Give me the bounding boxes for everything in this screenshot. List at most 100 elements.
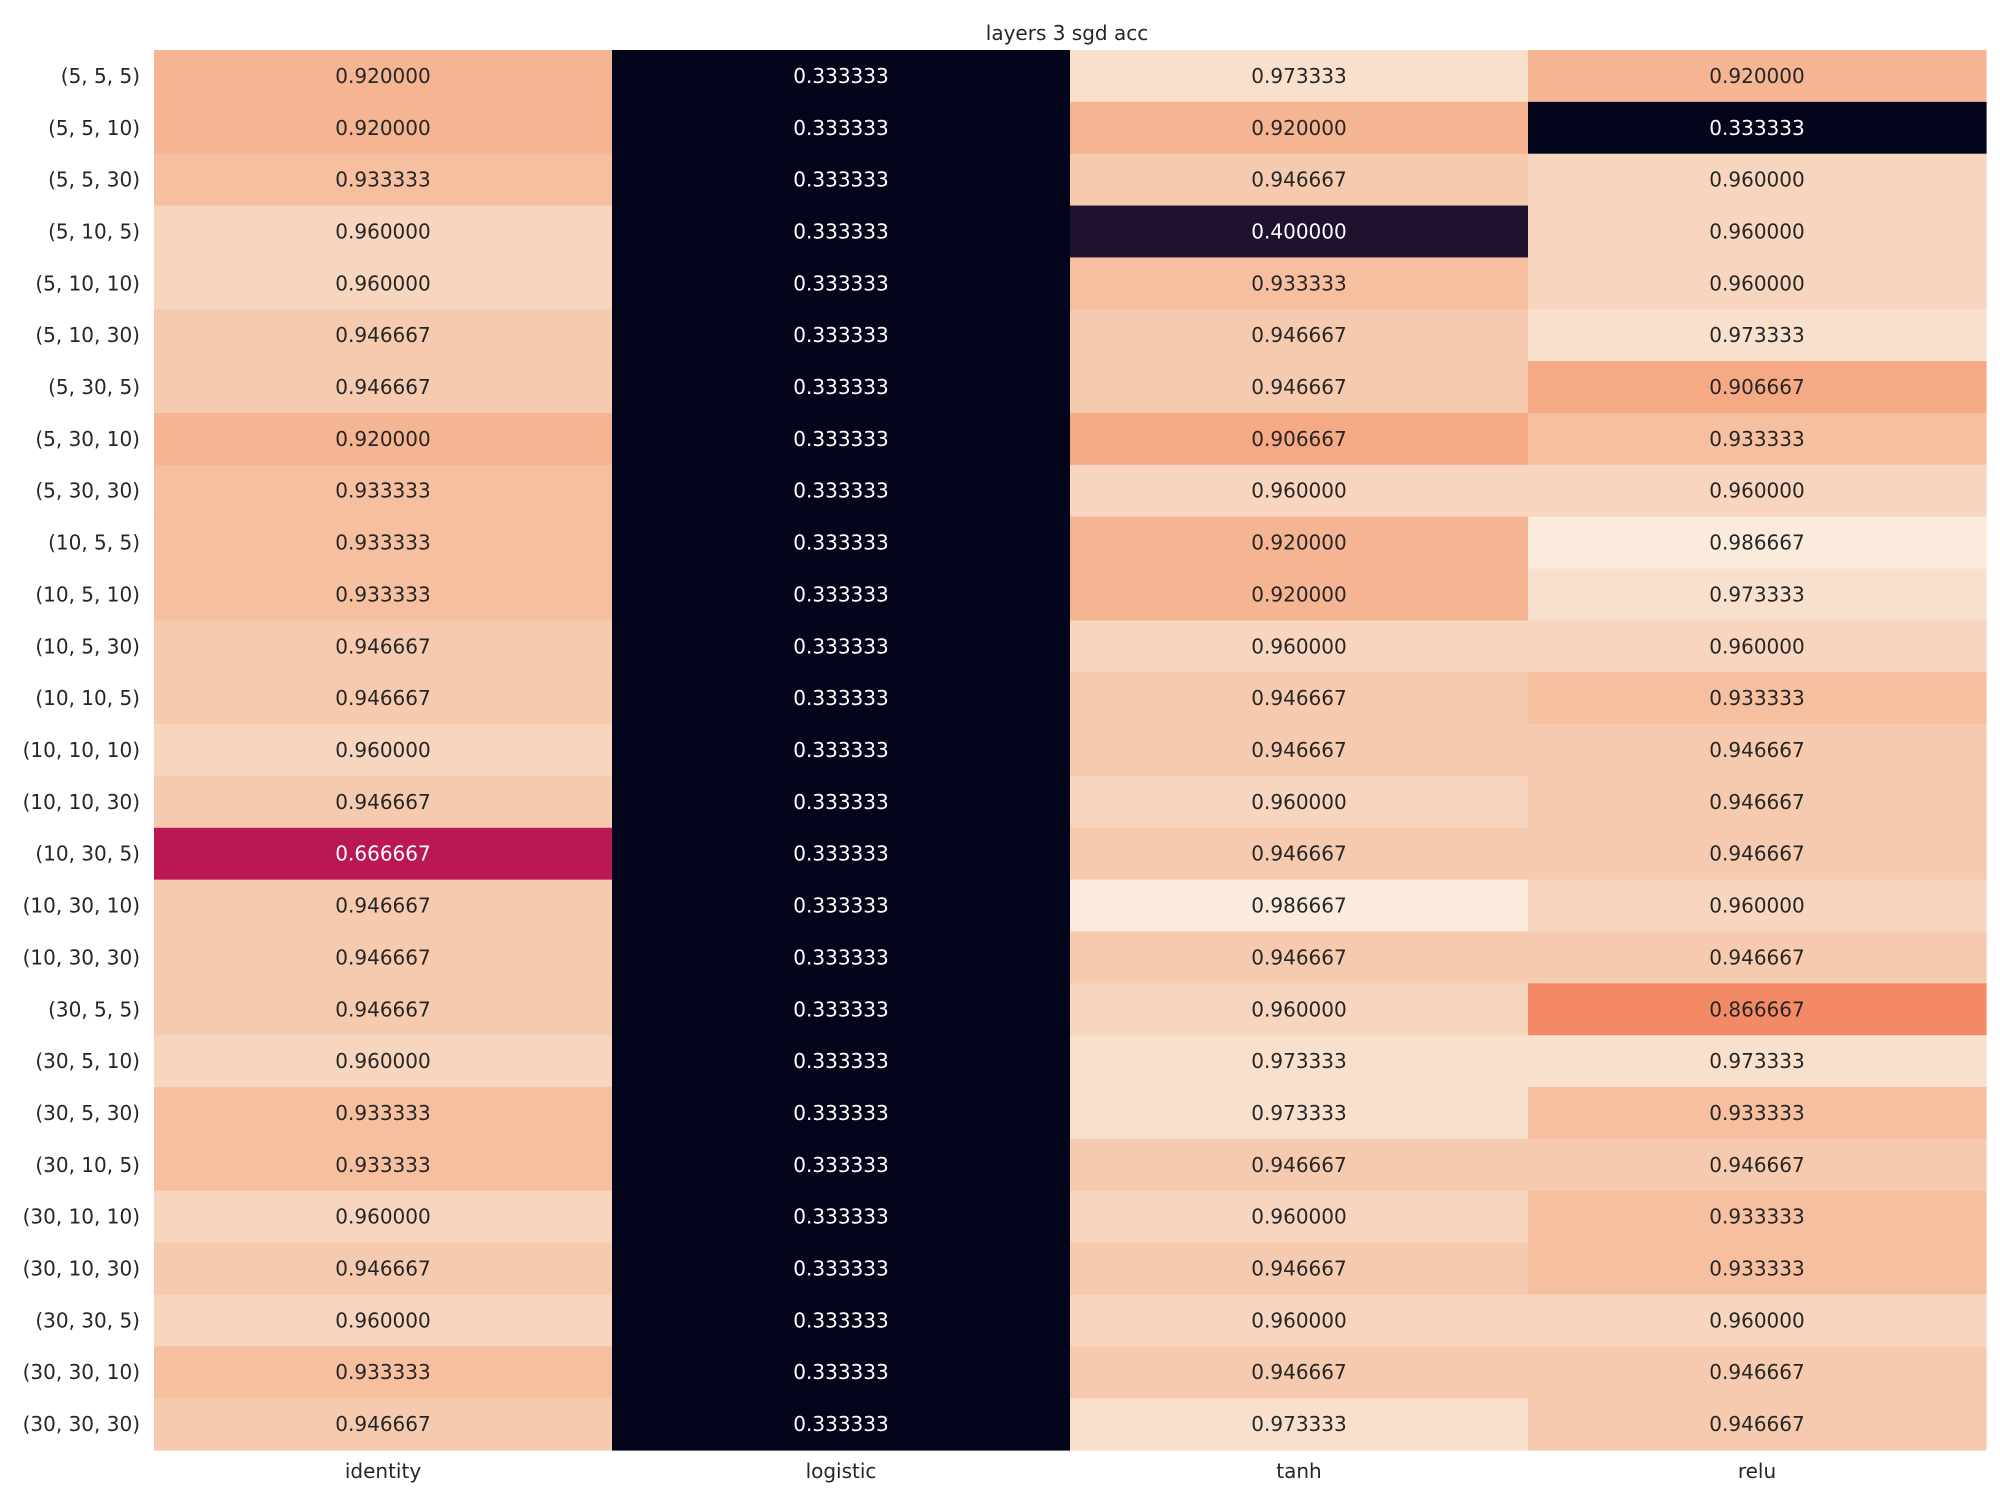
heatmap-cell <box>1528 1242 1987 1296</box>
heatmap-cell <box>1070 309 1529 362</box>
cell-value-label: 0.946667 <box>1709 790 1804 814</box>
heatmap-cell <box>154 1190 613 1244</box>
chart-title: layers 3 sgd acc <box>986 21 1148 45</box>
cell-value-label: 0.666667 <box>335 842 430 866</box>
y-tick-label: (30, 5, 10) <box>35 1049 140 1073</box>
heatmap-cell <box>1528 153 1987 207</box>
cell-value-label: 0.973333 <box>1251 1412 1346 1436</box>
cell-value-label: 0.973333 <box>1709 1049 1804 1073</box>
heatmap-cell <box>154 1242 613 1296</box>
cell-value-label: 0.946667 <box>1251 1153 1346 1177</box>
cell-value-label: 0.333333 <box>793 531 888 555</box>
heatmap-cell <box>1070 672 1529 725</box>
cell-value-label: 0.920000 <box>335 64 430 88</box>
heatmap-cell <box>154 309 613 362</box>
heatmap-cell <box>612 1190 1071 1244</box>
heatmap-cell <box>1528 568 1987 621</box>
cell-value-label: 0.906667 <box>1709 375 1804 399</box>
heatmap-cell <box>154 464 613 518</box>
heatmap-cell <box>1070 1190 1529 1244</box>
heatmap-cell <box>1070 101 1529 155</box>
heatmap-cell <box>612 257 1071 310</box>
heatmap-cell <box>154 1294 613 1347</box>
cell-value-label: 0.933333 <box>1709 1205 1804 1229</box>
y-tick-label: (5, 10, 5) <box>48 219 140 243</box>
cell-value-label: 0.973333 <box>1709 582 1804 606</box>
heatmap-cell <box>1070 879 1529 933</box>
heatmap-cell <box>1528 1346 1987 1399</box>
heatmap-cell <box>1528 983 1987 1036</box>
heatmap-cell <box>1528 257 1987 310</box>
heatmap-cell <box>612 153 1071 207</box>
cell-value-label: 0.933333 <box>335 582 430 606</box>
cell-value-label: 0.946667 <box>1709 1153 1804 1177</box>
heatmap-cell <box>612 309 1071 362</box>
heatmap-cells: 0.920000 0.333333 0.973333 0.920000 0.920000… <box>154 50 1987 1451</box>
heatmap-cell <box>154 257 613 310</box>
heatmap-cell <box>154 1035 613 1088</box>
heatmap-cell <box>154 205 613 259</box>
heatmap-cell <box>1528 1035 1987 1088</box>
heatmap-cell <box>612 50 1071 103</box>
heatmap-cell <box>612 672 1071 725</box>
heatmap-cell <box>612 464 1071 518</box>
heatmap-cell <box>612 1242 1071 1296</box>
heatmap-cell <box>1070 1242 1529 1296</box>
heatmap-cell <box>1070 50 1529 103</box>
y-tick-label: (10, 10, 30) <box>23 790 140 814</box>
cell-value-label: 0.333333 <box>793 894 888 918</box>
heatmap-cell <box>612 1346 1071 1399</box>
cell-value-label: 0.946667 <box>1709 738 1804 762</box>
cell-value-label: 0.946667 <box>335 323 430 347</box>
heatmap-cell <box>1070 464 1529 518</box>
cell-value-label: 0.920000 <box>1251 531 1346 555</box>
cell-value-label: 0.960000 <box>1709 271 1804 295</box>
heatmap-cell <box>612 568 1071 621</box>
heatmap-cell <box>1070 1138 1529 1192</box>
heatmap-cell <box>612 1398 1071 1451</box>
cell-value-label: 0.960000 <box>335 271 430 295</box>
heatmap-cell <box>1528 101 1987 155</box>
cell-value-label: 0.946667 <box>1709 842 1804 866</box>
cell-value-label: 0.400000 <box>1251 219 1346 243</box>
cell-value-label: 0.333333 <box>793 634 888 658</box>
cell-value-label: 0.960000 <box>1709 219 1804 243</box>
cell-value-label: 0.333333 <box>793 790 888 814</box>
cell-value-label: 0.920000 <box>335 427 430 451</box>
cell-value-label: 0.946667 <box>1251 842 1346 866</box>
heatmap-cell <box>612 1294 1071 1347</box>
cell-value-label: 0.333333 <box>793 945 888 969</box>
cell-value-label: 0.960000 <box>335 738 430 762</box>
cell-value-label: 0.946667 <box>1251 1257 1346 1281</box>
heatmap-cell <box>1528 361 1987 414</box>
heatmap-cell <box>1070 724 1529 777</box>
cell-value-label: 0.960000 <box>1709 479 1804 503</box>
y-tick-label: (10, 30, 30) <box>23 945 140 969</box>
y-tick-label: (5, 30, 30) <box>35 479 140 503</box>
heatmap-cell <box>1070 205 1529 259</box>
heatmap-cell <box>612 412 1071 466</box>
cell-value-label: 0.960000 <box>1251 997 1346 1021</box>
cell-value-label: 0.933333 <box>1709 427 1804 451</box>
y-tick-label: (30, 30, 30) <box>23 1412 140 1436</box>
heatmap-cell <box>612 1138 1071 1192</box>
cell-value-label: 0.933333 <box>1251 271 1346 295</box>
cell-value-label: 0.333333 <box>793 219 888 243</box>
cell-value-label: 0.946667 <box>1251 945 1346 969</box>
y-tick-label: (5, 5, 5) <box>61 64 140 88</box>
cell-value-label: 0.333333 <box>793 686 888 710</box>
cell-value-label: 0.333333 <box>793 427 888 451</box>
heatmap-cell <box>612 101 1071 155</box>
cell-value-label: 0.946667 <box>335 375 430 399</box>
heatmap-cell <box>154 361 613 414</box>
heatmap-cell <box>1528 1294 1987 1347</box>
heatmap-cell <box>1070 775 1529 829</box>
y-tick-label: (5, 30, 10) <box>35 427 140 451</box>
cell-value-label: 0.946667 <box>1709 1360 1804 1384</box>
cell-value-label: 0.920000 <box>1709 64 1804 88</box>
heatmap-cell <box>1070 361 1529 414</box>
cell-value-label: 0.333333 <box>793 1412 888 1436</box>
cell-value-label: 0.946667 <box>1251 738 1346 762</box>
cell-value-label: 0.933333 <box>1709 686 1804 710</box>
